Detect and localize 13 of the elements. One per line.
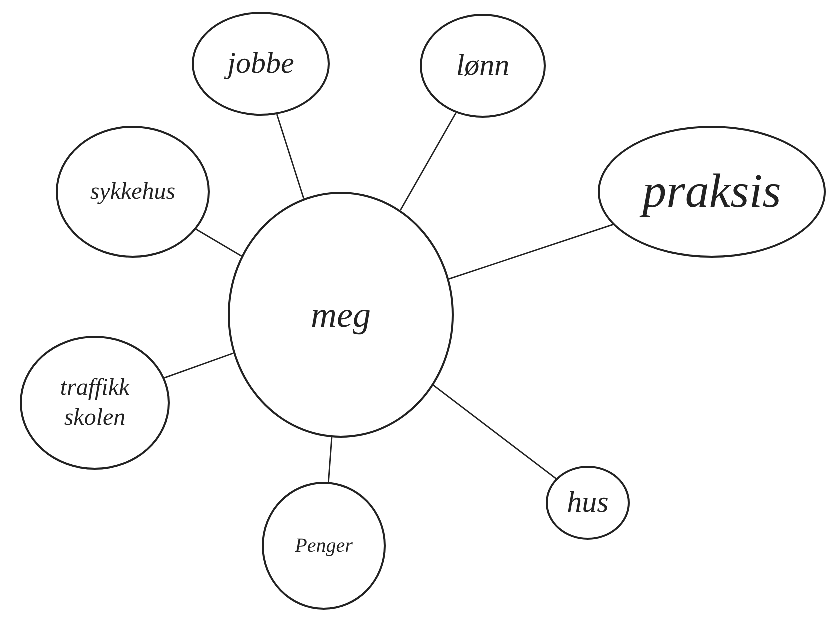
connector-line — [448, 224, 614, 280]
node-text: traffikk skolen — [59, 374, 131, 433]
connector-line — [433, 384, 557, 480]
node-text: sykkehus — [90, 178, 176, 207]
connector-line — [400, 112, 457, 211]
node-text: meg — [311, 294, 371, 337]
connector-line — [164, 352, 234, 379]
node-text: lønn — [456, 48, 510, 84]
connector-line — [328, 438, 333, 482]
connector-line — [196, 228, 242, 257]
node-text: hus — [567, 485, 609, 522]
connector-line — [276, 114, 305, 199]
node-text: Penger — [295, 534, 353, 558]
